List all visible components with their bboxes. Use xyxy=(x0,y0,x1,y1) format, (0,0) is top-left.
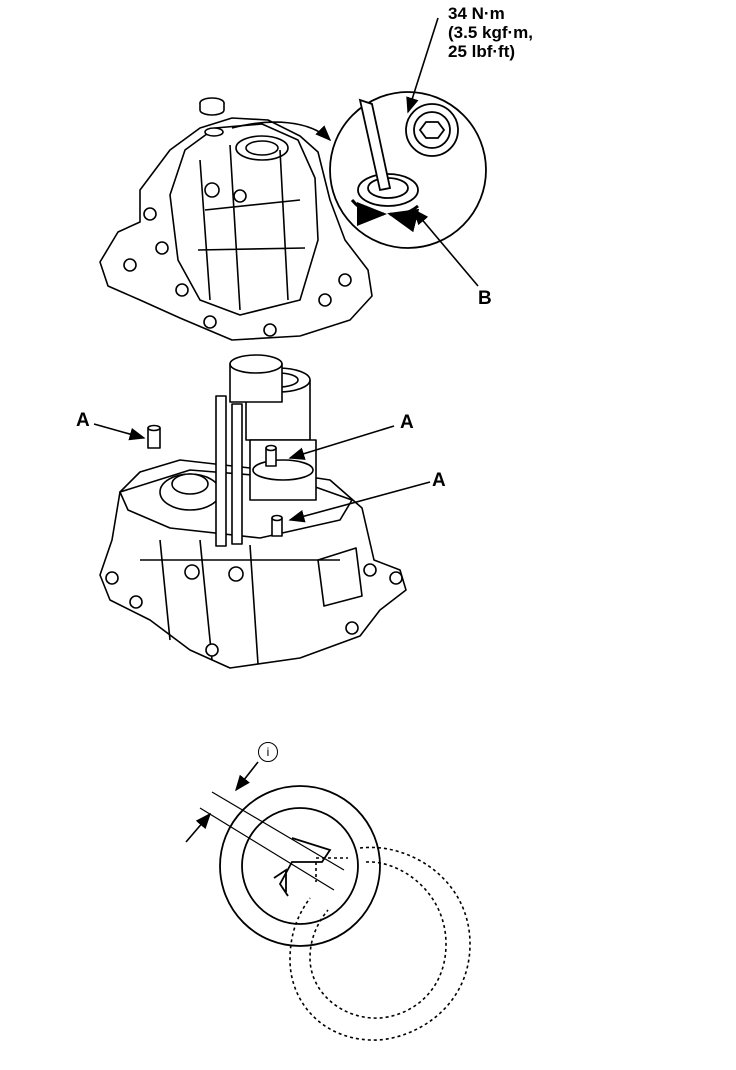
shift-detail-solid xyxy=(219,785,381,947)
zoom-arrow xyxy=(231,121,332,142)
a-right-leader xyxy=(288,481,431,523)
zoom-detail xyxy=(329,91,487,249)
callout-a-right: A xyxy=(432,470,446,491)
torque-spec: 34 N·m (3.5 kgf·m, 25 lbf·ft) xyxy=(448,4,533,61)
torque-line1: 34 N·m xyxy=(448,4,505,23)
b-leader xyxy=(412,208,479,287)
torque-leader xyxy=(406,17,439,114)
shift-detail-dashed xyxy=(289,846,471,1041)
callout-a-left: A xyxy=(76,410,90,431)
transmission-case-bottom xyxy=(99,354,407,669)
a-left-leader xyxy=(93,423,146,441)
torque-line3: 25 lbf·ft) xyxy=(448,42,516,61)
callout-a-mid: A xyxy=(400,412,414,433)
shift-arrow-lower xyxy=(185,812,212,843)
torque-line2: (3.5 kgf·m, xyxy=(448,23,534,42)
transmission-housing-top xyxy=(99,97,373,341)
a-mid-leader xyxy=(288,425,395,460)
shift-detail-lines xyxy=(199,791,345,891)
shift-arrow-upper xyxy=(235,761,259,792)
detail-marker: i xyxy=(258,742,278,762)
callout-b: B xyxy=(478,288,492,309)
